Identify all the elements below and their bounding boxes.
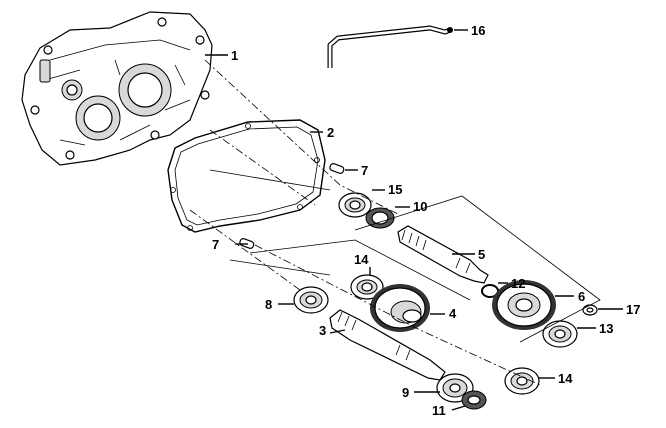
part-case-cover [21, 11, 213, 166]
callout-13: 13 [599, 321, 613, 336]
part-gear-4 [370, 284, 430, 332]
part-dowel-pin-upper [329, 163, 345, 174]
callout-labels: 1 2 3 4 5 6 7 7 8 9 10 11 12 13 14 14 15… [212, 23, 640, 418]
callout-5: 5 [478, 247, 485, 262]
callout-1: 1 [231, 48, 238, 63]
part-bearing-13 [542, 320, 578, 348]
callout-12: 12 [511, 276, 525, 291]
part-shaft-3 [329, 309, 446, 381]
callout-14-upper: 14 [354, 252, 369, 267]
part-shaft-5 [397, 225, 489, 284]
leader-lines [205, 29, 623, 411]
part-gasket [167, 119, 326, 233]
callout-9: 9 [402, 385, 409, 400]
callout-7-upper: 7 [361, 163, 368, 178]
callout-14-lower: 14 [558, 371, 573, 386]
callout-6: 6 [578, 289, 585, 304]
part-washer [582, 304, 598, 316]
callout-11: 11 [432, 403, 446, 418]
callout-7-lower: 7 [212, 237, 219, 252]
callout-3: 3 [319, 323, 326, 338]
part-gear-6 [492, 280, 556, 330]
callout-15: 15 [388, 182, 402, 197]
part-bearing-14-lower [504, 367, 540, 395]
part-bearing-15 [338, 192, 372, 218]
part-rod [327, 25, 453, 68]
callout-17: 17 [626, 302, 640, 317]
callout-8: 8 [265, 297, 272, 312]
part-bearing-8 [293, 286, 329, 314]
callout-10: 10 [413, 199, 427, 214]
assembly-lines [189, 59, 601, 386]
part-seal-11 [461, 390, 487, 410]
callout-16: 16 [471, 23, 485, 38]
callout-2: 2 [327, 125, 334, 140]
part-bearing-14-upper [350, 274, 384, 300]
callout-4: 4 [449, 306, 457, 321]
